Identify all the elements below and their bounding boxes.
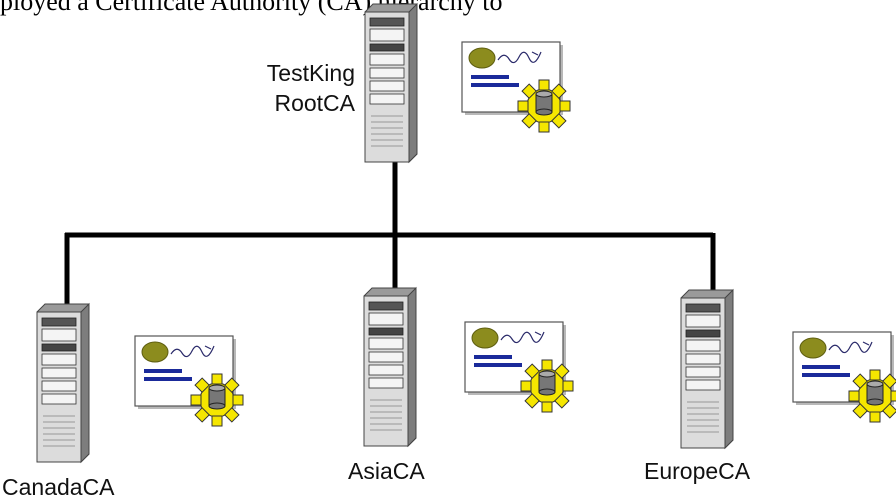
asia-certificate-icon [464,321,574,413]
root-server-icon [364,3,418,163]
europe-certificate-icon [792,331,896,423]
asia-label: AsiaCA [348,458,425,484]
asia-server-icon [363,287,417,447]
canada-certificate-icon [134,335,244,427]
root-certificate-icon [461,41,571,133]
root-label: TestKing RootCA [243,58,355,118]
canada-server-icon [36,303,90,463]
root-label-line1: TestKing [266,60,355,86]
europe-label: EuropeCA [644,458,751,484]
canada-label: CanadaCA [2,474,115,500]
root-label-line2: RootCA [274,90,355,116]
europe-server-icon [680,289,734,449]
